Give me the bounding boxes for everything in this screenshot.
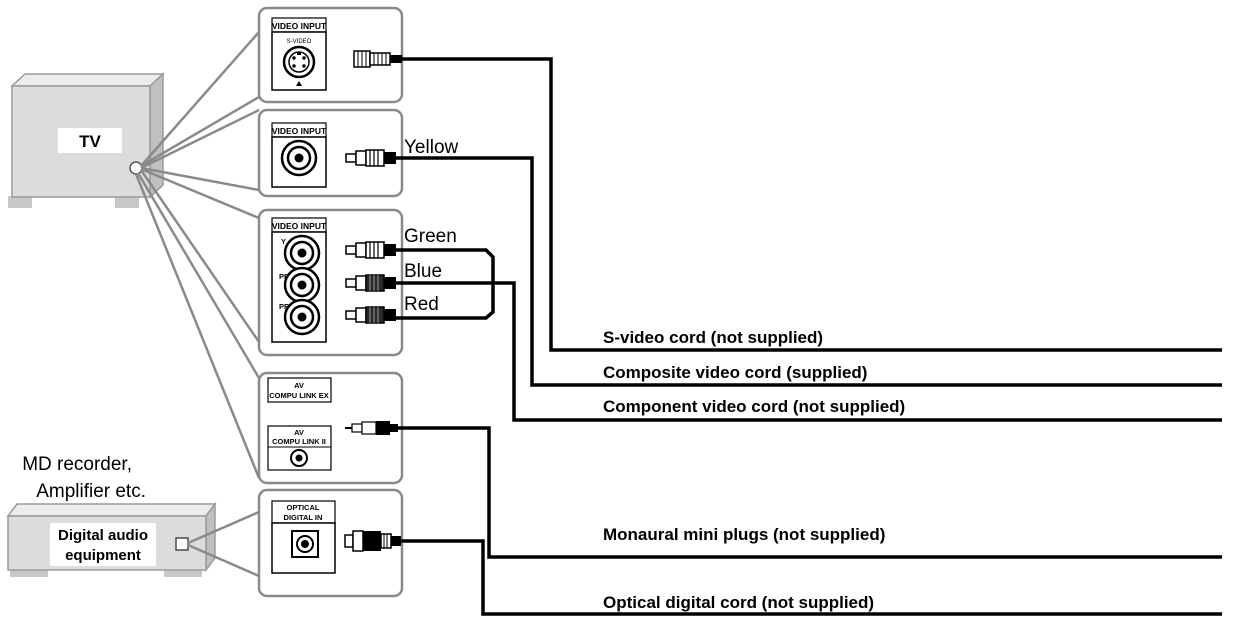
tv-connection-point [129, 161, 143, 175]
tv-top [10, 73, 165, 87]
svideo-cord-label: S-video cord (not supplied) [603, 328, 823, 347]
jack-pr-label: PR [279, 302, 290, 311]
compulink-ii-line2: COMPU LINK II [272, 437, 326, 446]
mini-plug-wire [398, 426, 1222, 559]
mini-plugs-label: Monaural mini plugs (not supplied) [603, 525, 885, 544]
component-jack-y[interactable] [283, 234, 321, 272]
panel-svideo: VIDEO INPUT S-VIDEO [257, 6, 404, 104]
compulink-ex-line2: COMPU LINK EX [269, 391, 329, 400]
label-rules [532, 349, 1222, 386]
digital-audio-device: Digital audio equipment [6, 501, 217, 577]
component-cord-label: Component video cord (not supplied) [603, 397, 905, 416]
panel-component: VIDEO INPUT Y PB PR Green Blue Red [257, 208, 457, 357]
digital-audio-port [175, 537, 189, 551]
digital-audio-label-line1: Digital audio [58, 527, 148, 544]
yellow-label: Yellow [404, 137, 459, 158]
optical-line1: OPTICAL [287, 503, 320, 512]
compulink-jack[interactable] [290, 449, 308, 467]
tv-fan-lines [134, 31, 261, 479]
panel-optical: OPTICAL DIGITAL IN [257, 488, 404, 598]
component-jack-pb[interactable] [283, 266, 321, 304]
mini-plug [345, 421, 398, 435]
optical-cord-label: Optical digital cord (not supplied) [603, 593, 874, 612]
compulink-ex-line1: AV [294, 381, 304, 390]
composite-panel-title: VIDEO INPUT [272, 126, 327, 136]
optical-line2: DIGITAL IN [284, 513, 323, 522]
tv-label-box [58, 128, 122, 153]
optical-jack[interactable] [291, 530, 319, 558]
composite-cord-label: Composite video cord (supplied) [603, 363, 867, 382]
optical-wire [401, 539, 1222, 616]
panel-composite: VIDEO INPUT Yellow [257, 108, 459, 198]
tv-foot-right [115, 196, 139, 208]
md-recorder-caption: MD recorder, [22, 454, 132, 475]
svideo-sublabel: S-VIDEO [287, 39, 312, 45]
tv-foot-left [8, 196, 32, 208]
svideo-wire [402, 57, 1222, 352]
blue-label: Blue [404, 261, 442, 282]
optical-plug [344, 530, 401, 552]
svideo-jack[interactable] [282, 45, 316, 79]
tv-device: TV [8, 72, 165, 208]
panel-av-compulink: AV COMPU LINK EX AV COMPU LINK II [257, 371, 404, 485]
compulink-ii-line1: AV [294, 428, 304, 437]
component-wire [396, 281, 1222, 422]
component-panel-title: VIDEO INPUT [272, 221, 327, 231]
jack-y-label: Y [281, 237, 286, 246]
composite-jack[interactable] [280, 139, 318, 177]
component-jack-pr[interactable] [283, 298, 321, 336]
jack-pb-label: PB [279, 272, 290, 281]
svideo-panel-title: VIDEO INPUT [272, 21, 327, 31]
tv-label: TV [79, 132, 101, 151]
red-label: Red [404, 294, 439, 315]
digital-audio-label-line2: equipment [65, 547, 141, 564]
green-label: Green [404, 226, 457, 247]
digital-fan-lines [187, 510, 260, 578]
svideo-plug [353, 50, 402, 68]
amplifier-caption: Amplifier etc. [36, 481, 146, 502]
